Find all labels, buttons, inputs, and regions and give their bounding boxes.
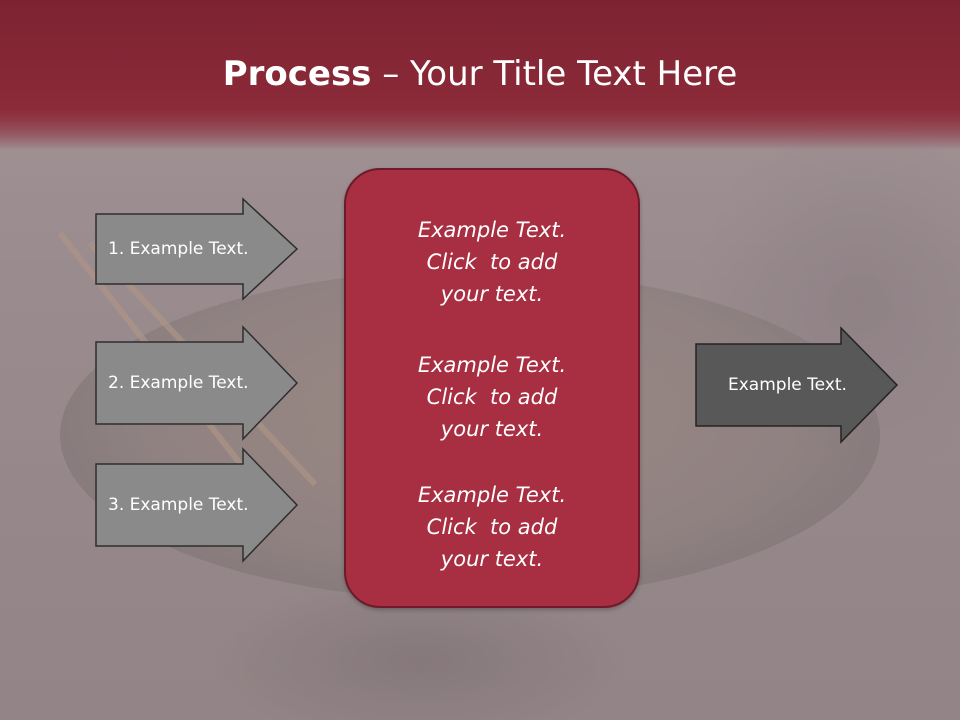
center-block-2-line-3: your text.	[440, 417, 544, 441]
title-band-fade	[0, 110, 960, 150]
right-arrow-shape	[695, 326, 899, 444]
center-block-3-line-3: your text.	[440, 547, 544, 571]
center-text-box[interactable]: Example Text. Click to add your text. Ex…	[344, 168, 640, 608]
center-block-3-line-2: Click to add	[426, 515, 558, 539]
center-block-2[interactable]: Example Text. Click to add your text.	[346, 349, 638, 445]
left-arrow-2-shape	[95, 325, 299, 441]
right-arrow-label: Example Text.	[728, 375, 847, 395]
center-block-3-line-1: Example Text.	[417, 483, 567, 507]
left-arrow-1[interactable]: 1. Example Text.	[95, 197, 299, 301]
title-rest: – Your Title Text Here	[371, 54, 738, 94]
left-arrow-3[interactable]: 3. Example Text.	[95, 447, 299, 563]
left-arrow-2-label: 2. Example Text.	[108, 373, 249, 393]
left-arrow-3-shape	[95, 447, 299, 563]
title-band	[0, 0, 960, 150]
left-arrow-3-label: 3. Example Text.	[108, 495, 249, 515]
slide-title[interactable]: Process – Your Title Text Here	[0, 52, 960, 96]
left-arrow-1-shape	[95, 197, 299, 301]
title-bold: Process	[222, 54, 372, 94]
title-band-solid	[0, 0, 960, 110]
left-arrow-2[interactable]: 2. Example Text.	[95, 325, 299, 441]
center-block-3[interactable]: Example Text. Click to add your text.	[346, 479, 638, 575]
center-block-1[interactable]: Example Text. Click to add your text.	[346, 214, 638, 310]
left-arrow-1-label: 1. Example Text.	[108, 239, 249, 259]
center-block-1-line-1: Example Text.	[417, 218, 567, 242]
center-block-1-line-2: Click to add	[426, 250, 558, 274]
right-arrow[interactable]: Example Text.	[695, 326, 899, 444]
center-block-1-line-3: your text.	[440, 282, 544, 306]
center-block-2-line-2: Click to add	[426, 385, 558, 409]
center-block-2-line-1: Example Text.	[417, 353, 567, 377]
